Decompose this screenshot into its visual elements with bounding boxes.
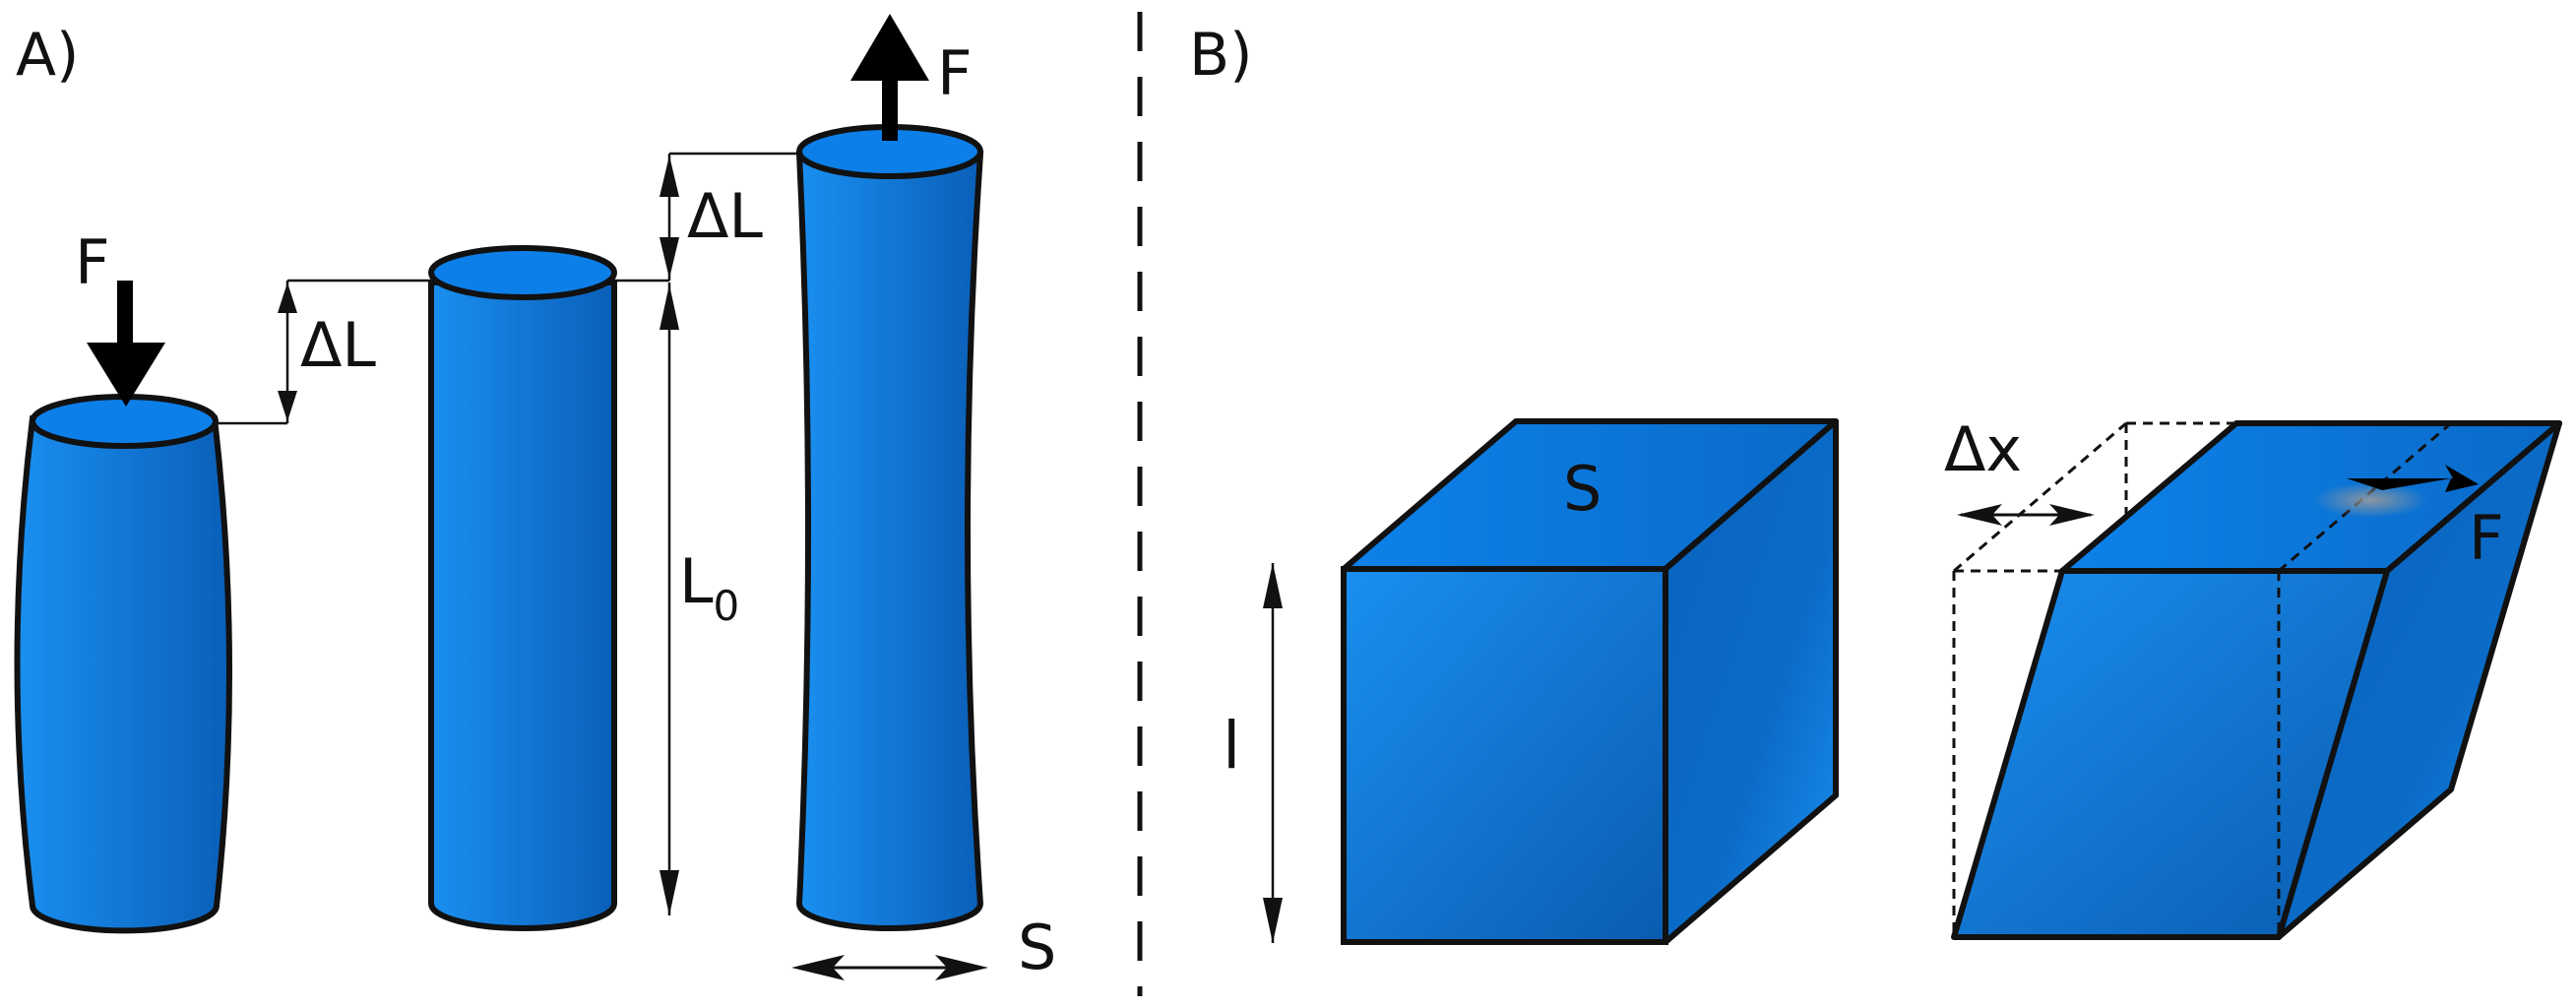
shear-force-arrow [2313, 465, 2479, 518]
section-width-dimension [791, 955, 988, 980]
tension-force-label: F [937, 37, 973, 109]
tension-delta-l-dimension [660, 152, 797, 281]
length-symbol: L [679, 545, 714, 617]
compressed-cylinder [14, 394, 233, 934]
shear-displacement-dimension [1957, 504, 2095, 526]
cube-section-label: S [1563, 453, 1602, 525]
shear-force-label: F [2469, 502, 2504, 574]
stretched-cylinder [795, 124, 984, 931]
tension-delta-l-label: ΔL [687, 180, 763, 252]
compression-delta-l-label: ΔL [300, 309, 376, 381]
panel-b-label: B) [1189, 21, 1253, 90]
cube-height-label: l [1223, 708, 1240, 784]
original-length-dimension [660, 283, 679, 915]
length-subscript: 0 [714, 582, 740, 630]
original-length-label: L0 [679, 545, 739, 630]
undeformed-cube [1341, 418, 1839, 945]
original-cylinder [428, 245, 617, 931]
compression-delta-l-dimension [217, 281, 297, 425]
original-cube-outline [1952, 421, 2452, 937]
panel-a-label: A) [16, 21, 79, 90]
sheared-cube [1951, 420, 2562, 940]
cube-height-dimension [1263, 563, 1283, 943]
tension-force-arrow [850, 14, 929, 141]
section-width-label: S [1018, 912, 1056, 983]
compression-force-arrow [87, 281, 165, 407]
compression-force-label: F [75, 226, 110, 298]
shear-displacement-label: Δx [1944, 413, 2022, 485]
